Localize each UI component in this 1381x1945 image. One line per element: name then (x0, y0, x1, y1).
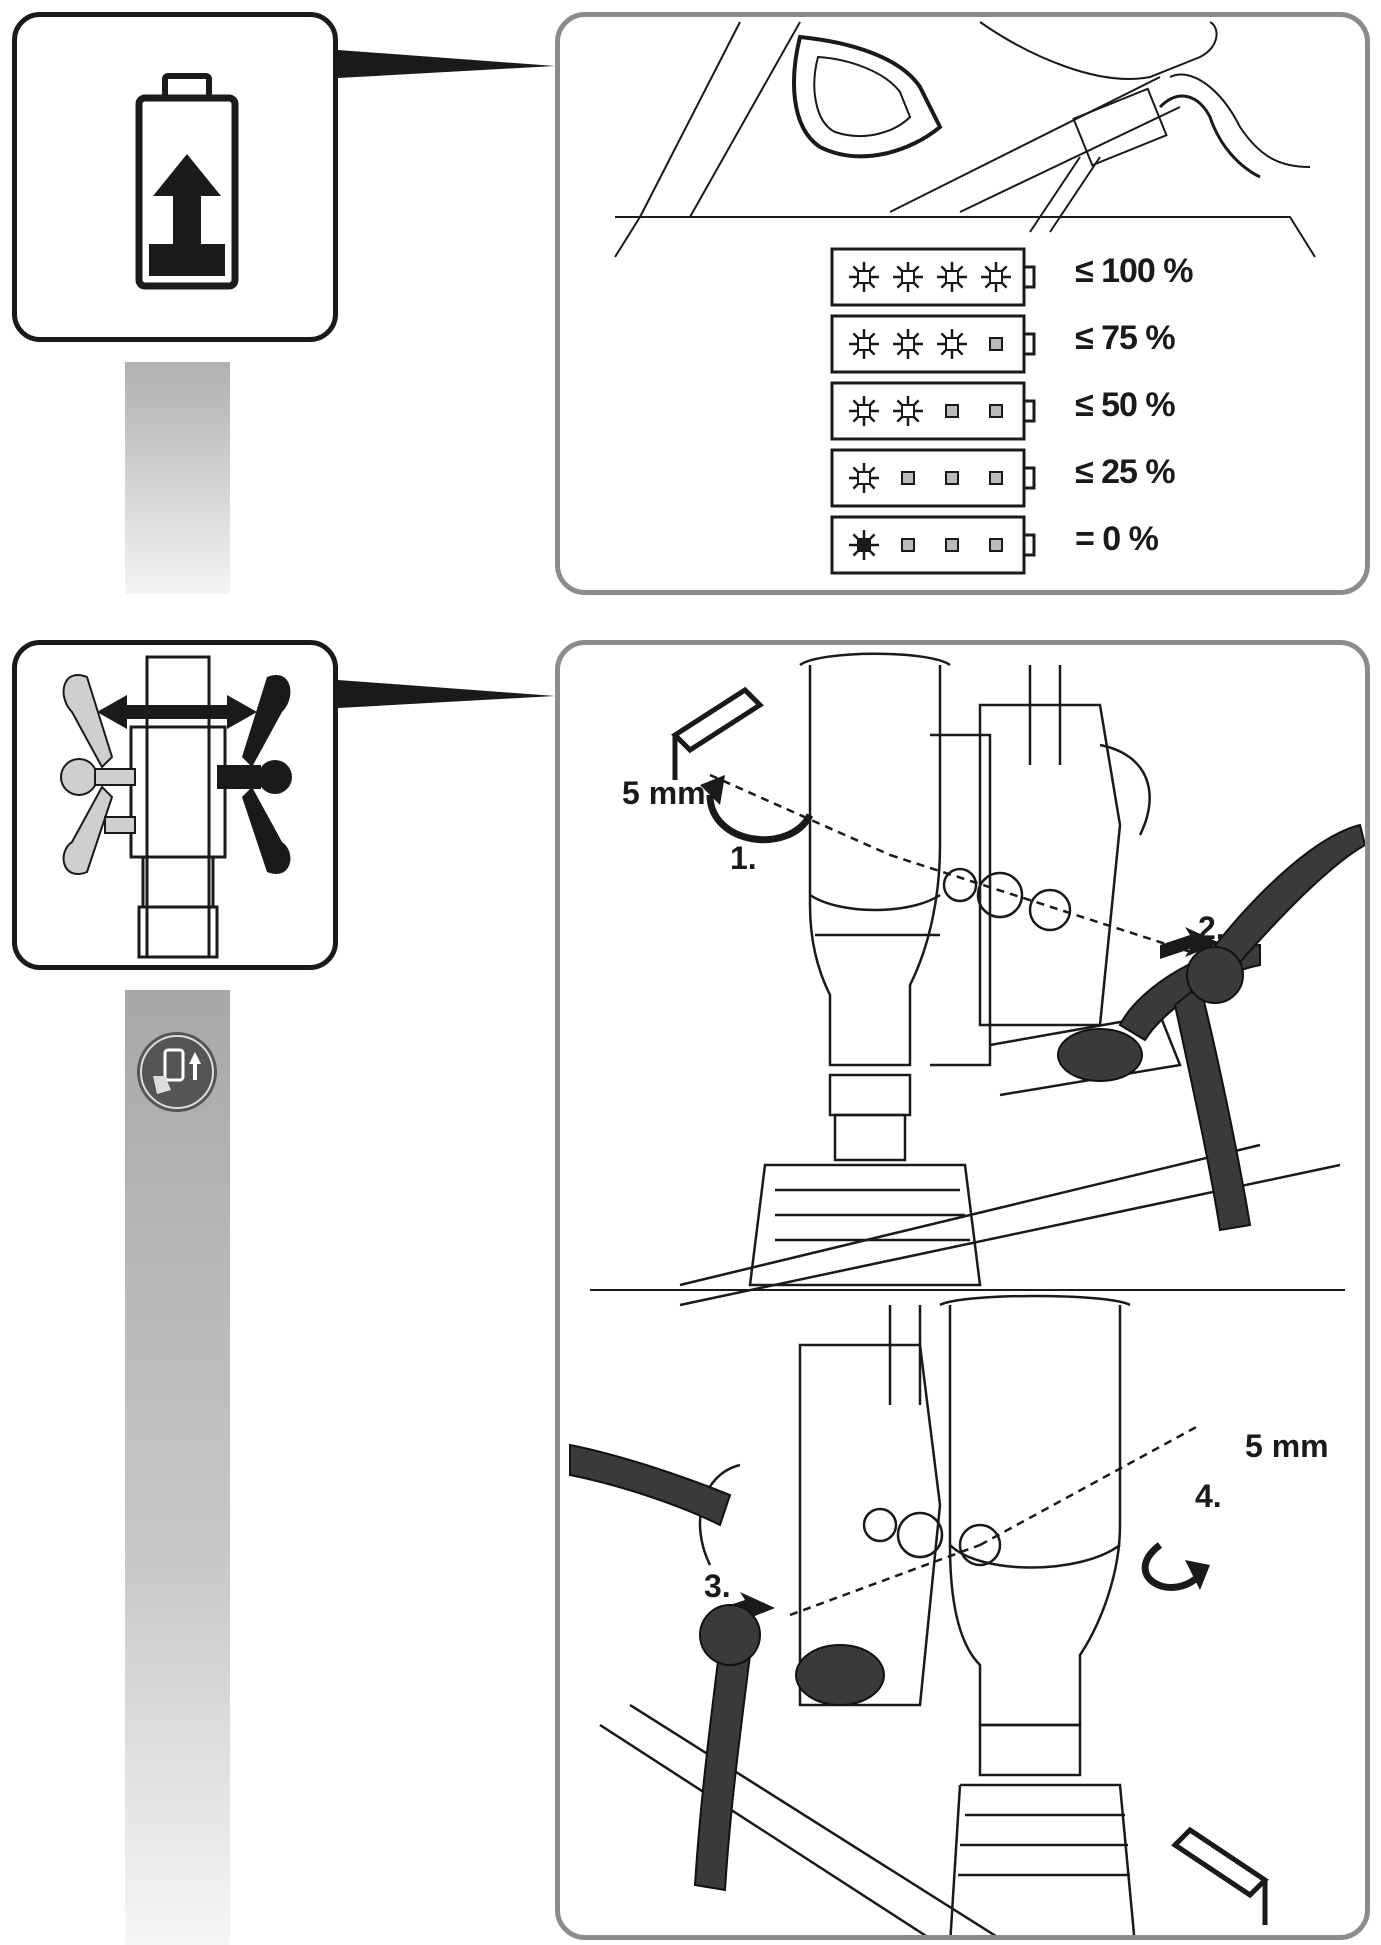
led-lit-icon (981, 262, 1011, 292)
led-lit-icon (893, 262, 923, 292)
led-lit-icon (849, 463, 879, 493)
tool-housing-illustration (614, 21, 1316, 258)
led-off-icon (901, 471, 915, 485)
level-label-100: ≤ 100 % (1075, 252, 1194, 290)
handle-mounting-panel (555, 640, 1370, 1940)
step-1-label: 1. (730, 840, 757, 876)
led-off-icon (989, 471, 1003, 485)
level-label-25: ≤ 25 % (1075, 453, 1176, 491)
battery-level-indicators (830, 247, 1036, 575)
led-off-icon (945, 404, 959, 418)
battery-level-row (830, 515, 1036, 575)
battery-level-panel (555, 12, 1370, 595)
led-off-icon (989, 538, 1003, 552)
hex-key-size-label-bottom: 5 mm (1245, 1428, 1329, 1464)
handle-swap-icon-box (12, 640, 338, 970)
callout-wedge-bottom (338, 680, 555, 708)
battery-level-row (830, 314, 1036, 374)
battery-check-icon-box (12, 12, 338, 342)
gradient-bar-top (125, 362, 230, 594)
led-lit-icon (849, 262, 879, 292)
led-off-icon (945, 538, 959, 552)
callout-wedge-top (338, 50, 555, 78)
battery-level-row (830, 448, 1036, 508)
level-label-0: = 0 % (1075, 520, 1159, 558)
led-off-icon (989, 404, 1003, 418)
battery-level-row (830, 381, 1036, 441)
gradient-bar-bottom (125, 990, 230, 1945)
step-3-label: 3. (704, 1568, 731, 1604)
battery-insert-badge-icon (137, 1032, 217, 1112)
led-lit-icon (849, 396, 879, 426)
led-lit-icon (849, 329, 879, 359)
step-4-label: 4. (1195, 1478, 1222, 1514)
led-blinking-icon (849, 530, 879, 560)
battery-level-row (830, 247, 1036, 307)
led-lit-icon (937, 329, 967, 359)
led-lit-icon (893, 396, 923, 426)
level-label-75: ≤ 75 % (1075, 319, 1176, 357)
battery-charge-up-icon (135, 73, 239, 290)
led-lit-icon (893, 329, 923, 359)
level-label-50: ≤ 50 % (1075, 386, 1176, 424)
led-off-icon (989, 337, 1003, 351)
led-off-icon (901, 538, 915, 552)
drill-stand-illustration (569, 652, 1365, 1935)
step-2-label: 2. (1198, 910, 1225, 946)
led-lit-icon (937, 262, 967, 292)
led-off-icon (945, 471, 959, 485)
handle-swap-icon (60, 655, 292, 959)
hex-key-size-label-top: 5 mm (622, 775, 706, 811)
